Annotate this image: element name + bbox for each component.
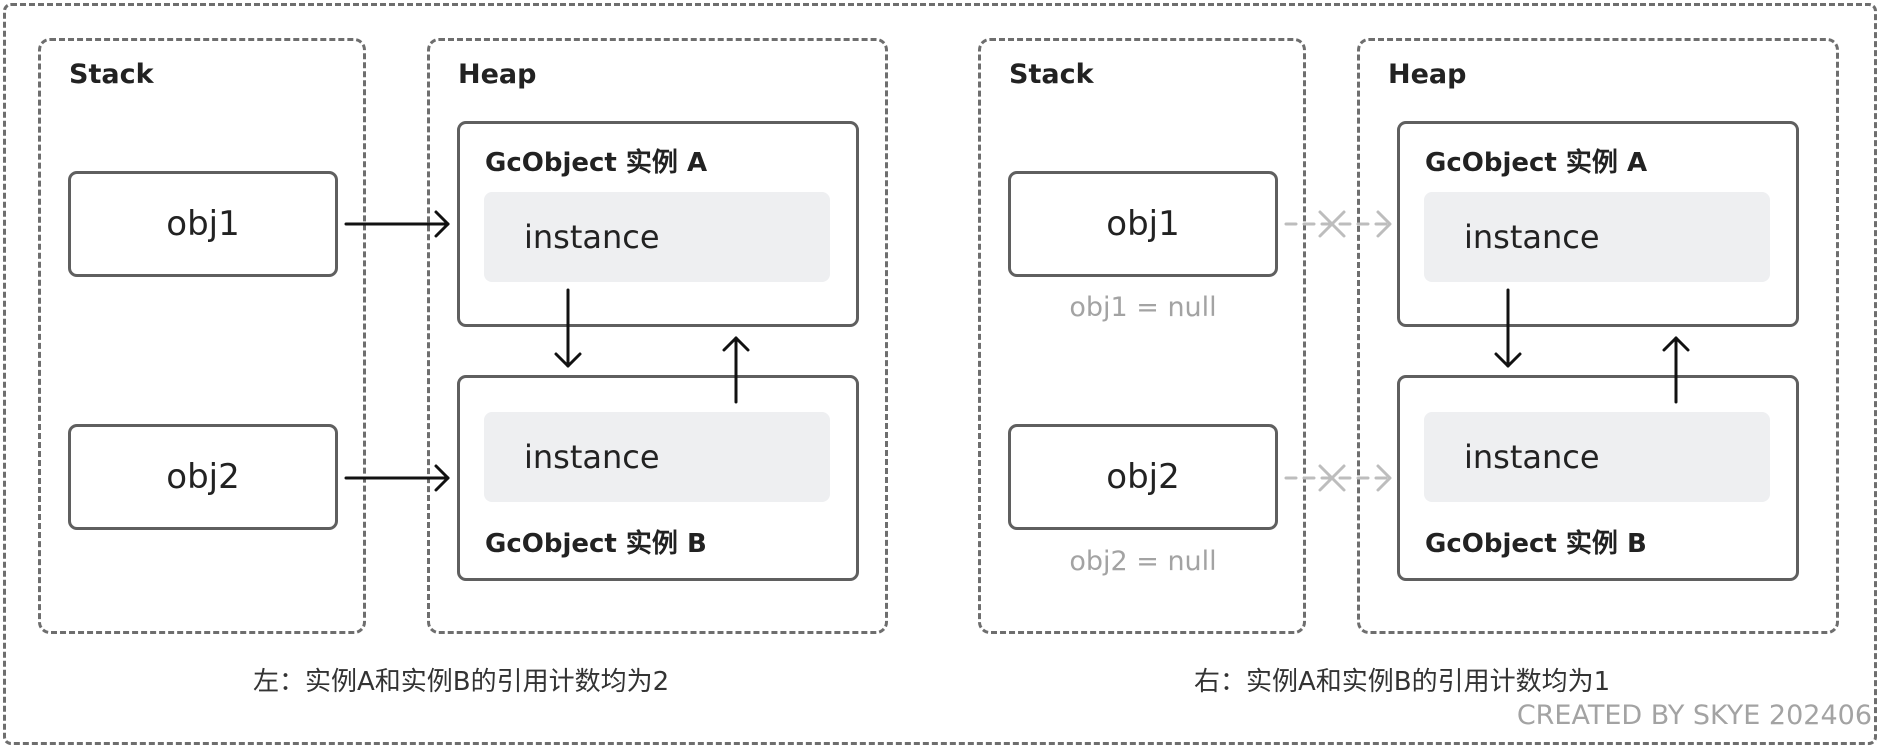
right-obj1-box: obj1 [1008,171,1278,277]
left-stack-title: Stack [69,59,154,90]
right-obj2-null-label: obj2 = null [1069,546,1217,577]
left-heap-title: Heap [458,59,537,90]
left-stack-region: Stack [38,38,366,634]
right-stack-region: Stack [978,38,1306,634]
left-instance-b-box: instance GcObject 实例 B [457,375,859,581]
left-heap-region: Heap [427,38,888,634]
right-instance-b-field: instance [1424,412,1770,502]
right-instance-a-field: instance [1424,192,1770,282]
right-instance-b-title: GcObject 实例 B [1425,529,1647,559]
outer-frame [3,3,1877,745]
right-obj1-null-label: obj1 = null [1069,292,1217,323]
right-heap-title: Heap [1388,59,1467,90]
credit-text: CREATED BY SKYE 202406 [1516,700,1872,731]
right-heap-region: Heap [1357,38,1839,634]
left-instance-b-field: instance [484,412,830,502]
right-caption: 右：实例A和实例B的引用计数均为1 [1194,667,1611,697]
left-caption: 左：实例A和实例B的引用计数均为2 [253,667,670,697]
left-instance-b-title: GcObject 实例 B [485,529,707,559]
right-obj2-box: obj2 [1008,424,1278,530]
left-instance-a-box: GcObject 实例 A instance [457,121,859,327]
right-instance-a-title: GcObject 实例 A [1425,148,1648,178]
left-obj1-box: obj1 [68,171,338,277]
right-instance-b-box: instance GcObject 实例 B [1397,375,1799,581]
left-instance-a-field: instance [484,192,830,282]
right-instance-a-box: GcObject 实例 A instance [1397,121,1799,327]
right-stack-title: Stack [1009,59,1094,90]
left-obj2-box: obj2 [68,424,338,530]
left-instance-a-title: GcObject 实例 A [485,148,708,178]
